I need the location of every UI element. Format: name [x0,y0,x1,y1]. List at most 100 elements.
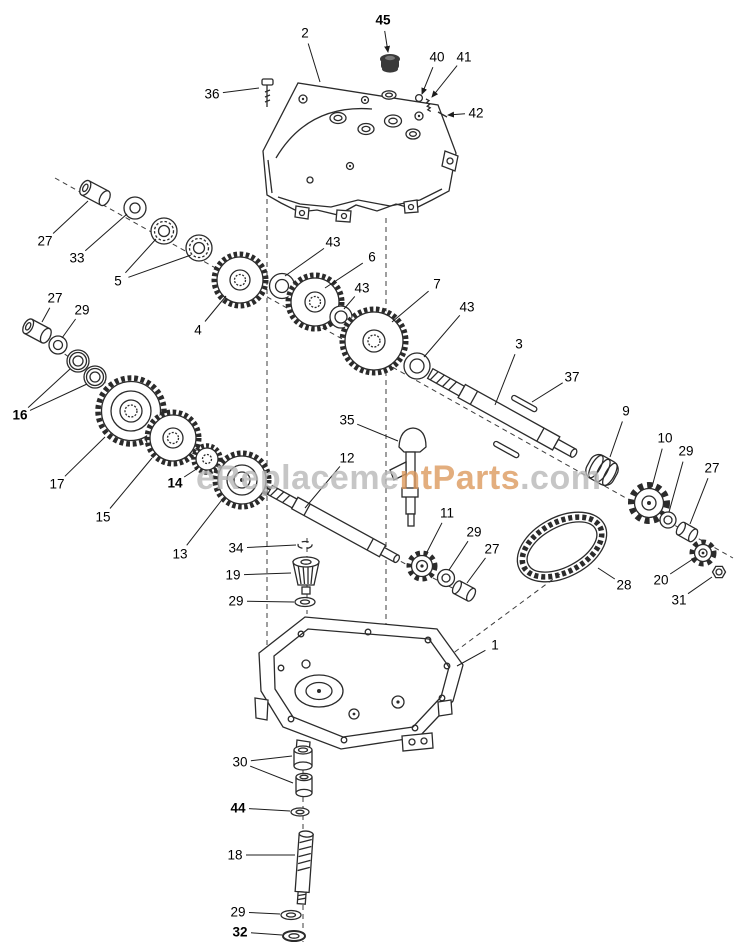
spacer-27-mid [451,580,477,602]
washer-29-mid [436,568,456,588]
washer-29-right [659,511,677,529]
spacer-27-right [675,521,699,543]
callout-label-7: 7 [433,277,441,292]
callout-label-12: 12 [339,451,354,466]
callout-label-19: 19 [225,568,240,583]
callout-29: 29 [227,592,295,610]
callout-label-43: 43 [325,235,340,250]
bolt-36 [261,78,274,107]
sleeve-27-upper [79,179,111,207]
callout-label-5: 5 [114,274,122,289]
callout-34: 34 [227,539,297,557]
callout-label-15: 15 [95,510,110,525]
callout-9: 9 [609,402,631,458]
callout-label-1: 1 [491,638,499,653]
callout-15: 15 [94,457,153,526]
callout-11: 11 [426,504,456,553]
bushing-30a [293,745,313,771]
callout-10: 10 [651,429,674,488]
callout-label-43: 43 [459,300,474,315]
callout-label-40: 40 [429,50,444,65]
roll-pin-37b [493,440,520,459]
callout-29: 29 [448,523,483,571]
callout-42: 42 [447,104,485,122]
sprocket-10 [628,482,670,524]
callout-18: 18 [226,846,295,864]
callout-label-16: 16 [12,408,28,423]
callout-label-18: 18 [227,848,242,863]
callout-5: 5 [113,238,192,290]
plug-45 [380,54,400,73]
washer-29-left [48,335,68,355]
callout-label-29: 29 [228,594,243,609]
callout-33: 33 [68,213,128,267]
roll-pin-37a [511,394,538,413]
washer-33 [123,196,147,220]
washer-43c [403,352,431,380]
washer-44 [290,807,310,817]
washer-16a [66,349,90,373]
shaft-18 [294,830,314,905]
callout-43: 43 [284,233,342,277]
gearbox-case-part-1 [254,616,464,755]
callout-label-29: 29 [74,303,89,318]
callout-label-17: 17 [49,477,64,492]
shaft-12 [266,484,401,564]
callout-29: 29 [229,903,281,921]
callout-28: 28 [597,567,633,594]
washer-32 [282,930,306,942]
sleeve-27-lower [22,318,52,344]
callout-31: 31 [670,576,713,609]
detent-parts-40-41-42 [414,93,448,118]
coupling-9 [585,453,619,487]
callout-3: 3 [494,335,524,406]
chain-28 [516,511,608,583]
callout-2: 2 [300,24,321,83]
gear-13 [212,450,272,510]
washer-29-center [294,596,316,608]
callout-27: 27 [36,200,89,250]
callout-40: 40 [421,48,446,95]
callout-label-29: 29 [230,905,245,920]
callout-label-6: 6 [368,250,376,265]
callout-6: 6 [324,248,377,289]
callout-36: 36 [203,85,260,103]
callout-29: 29 [61,301,91,339]
callout-43: 43 [423,298,476,358]
bevel-pinion-19 [292,556,320,595]
callout-35: 35 [338,411,399,442]
callout-12: 12 [304,449,356,509]
callout-27: 27 [689,459,721,525]
callout-17: 17 [48,436,106,493]
callout-label-9: 9 [622,404,630,419]
callout-7: 7 [391,275,442,323]
callout-13: 13 [171,500,222,563]
callout-label-2: 2 [301,26,309,41]
callout-32: 32 [231,923,283,941]
callout-label-29: 29 [678,444,693,459]
callout-label-13: 13 [172,547,187,562]
gear-7 [339,306,409,376]
callout-label-42: 42 [468,106,483,121]
nut-31 [711,565,727,579]
bearing-5a [150,217,178,245]
assembly-axis-lines [27,172,734,942]
callout-27: 27 [466,540,501,584]
callout-37: 37 [531,368,581,403]
callout-label-31: 31 [671,593,686,608]
callout-label-37: 37 [564,370,579,385]
callout-label-41: 41 [456,50,471,65]
shift-lever-35 [389,427,427,527]
callout-1: 1 [456,636,500,667]
shaft-3 [426,367,578,458]
callout-19: 19 [224,566,292,584]
callout-label-32: 32 [232,925,247,940]
callout-label-44: 44 [230,801,246,816]
callout-20: 20 [652,558,694,589]
callout-label-43: 43 [354,281,369,296]
gear-6 [285,272,345,332]
callout-30: 30 [231,753,294,784]
callout-label-28: 28 [616,578,631,593]
callout-44: 44 [229,799,291,817]
callout-label-30: 30 [232,755,247,770]
